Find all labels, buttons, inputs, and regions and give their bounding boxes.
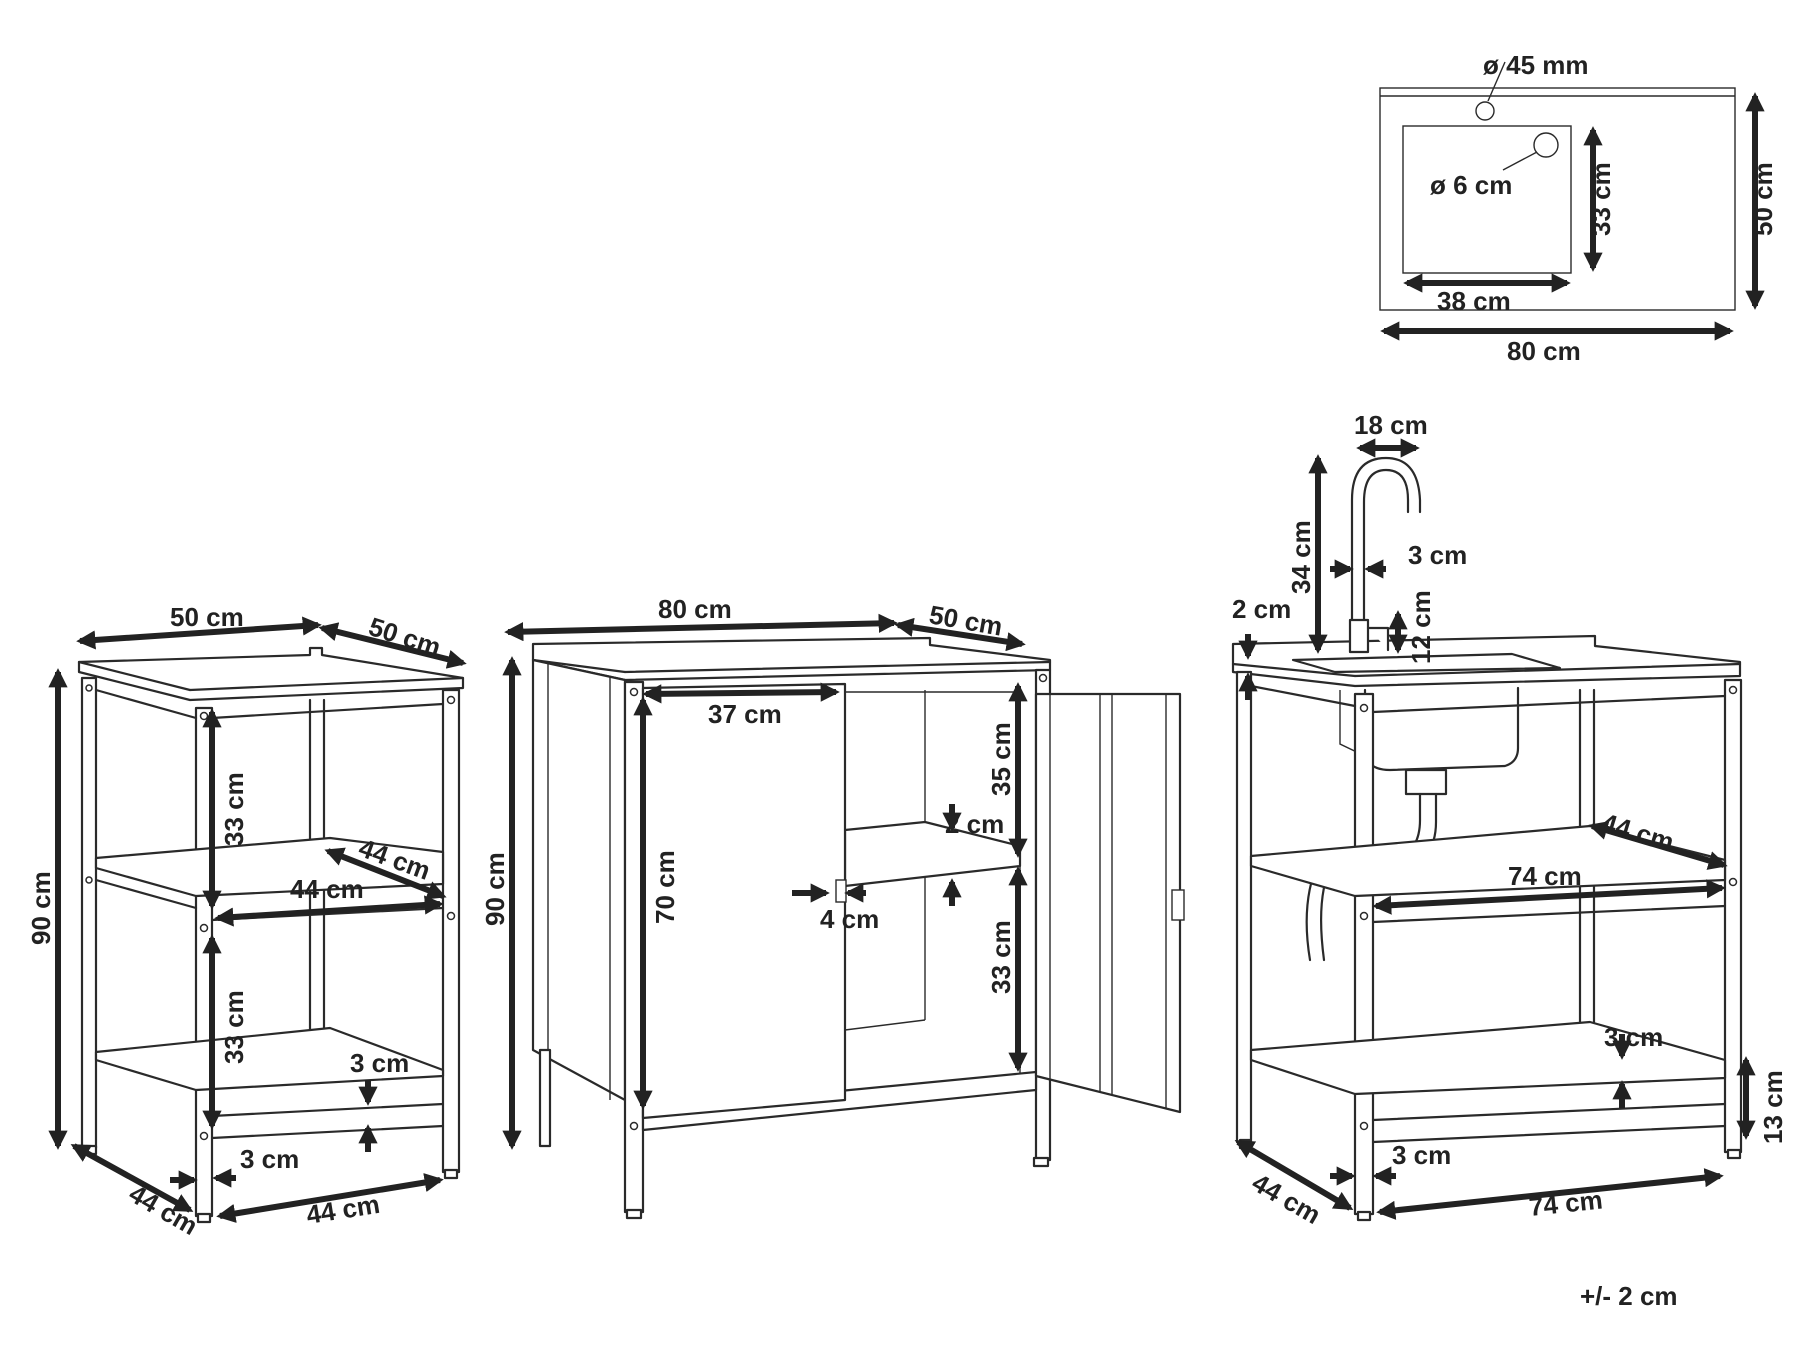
basin-outline xyxy=(1402,125,1572,274)
sink-shelf-width-label: 74 cm xyxy=(1508,861,1582,891)
countertop-outline xyxy=(1379,87,1736,311)
shelf-depth-label: 50 cm xyxy=(365,611,444,662)
cabinet-height-label: 90 cm xyxy=(480,852,510,926)
door-handle xyxy=(835,879,847,903)
door-height-label: 70 cm xyxy=(650,850,680,924)
handle-depth-label: 4 cm xyxy=(820,904,879,934)
shelf-thickness-label: 3 cm xyxy=(350,1048,409,1078)
basin-depth-label: 33 cm xyxy=(1586,162,1616,236)
door-width-label: 37 cm xyxy=(708,699,782,729)
shelf-inner-width-label: 44 cm xyxy=(290,874,364,904)
sink-top-view: ø 45 mm ø 6 cm 33 cm 50 cm 38 cm 80 cm xyxy=(1379,50,1778,366)
sink-unit: 18 cm 34 cm 3 cm 12 cm 2 cm 44 cm 74 cm … xyxy=(1231,410,1788,1230)
shelf-width-label: 50 cm xyxy=(170,602,244,632)
hole-diameter-label: ø 45 mm xyxy=(1483,50,1589,80)
shelf-base-width-label: 44 cm xyxy=(304,1189,382,1230)
faucet-height-label: 34 cm xyxy=(1286,520,1316,594)
sink-base-width-label: 74 cm xyxy=(1527,1184,1603,1222)
shelf-height-label: 90 cm xyxy=(26,871,56,945)
cabinet: 80 cm 50 cm 90 cm 37 cm 70 cm 35 cm 2 cm… xyxy=(480,594,1185,1220)
upper-space-label: 35 cm xyxy=(986,722,1016,796)
faucet-diameter-label: 3 cm xyxy=(1408,540,1467,570)
drain-hole xyxy=(1533,132,1559,158)
tap-hole xyxy=(1475,101,1495,121)
sink-base-depth-label: 44 cm xyxy=(1247,1167,1326,1230)
shelf-leg-inset-label: 3 cm xyxy=(240,1144,299,1174)
shelf-base-depth-label: 44 cm xyxy=(124,1178,203,1241)
cabinet-depth-label: 50 cm xyxy=(927,599,1005,641)
upstand-label: 2 cm xyxy=(1232,594,1291,624)
floor-clearance-label: 13 cm xyxy=(1758,1070,1788,1144)
tolerance-note: +/- 2 cm xyxy=(1580,1281,1678,1311)
sink-leg-inset-label: 3 cm xyxy=(1392,1140,1451,1170)
shelf-gap-bottom-label: 33 cm xyxy=(219,990,249,1064)
overall-depth-label: 50 cm xyxy=(1748,162,1778,236)
overall-width-label: 80 cm xyxy=(1507,336,1581,366)
shelf-gap-top-label: 33 cm xyxy=(219,772,249,846)
faucet-base-label: 12 cm xyxy=(1406,590,1436,664)
drain-diameter-label: ø 6 cm xyxy=(1430,170,1512,200)
sink-shelf-thickness-label: 3 cm xyxy=(1604,1022,1663,1052)
lower-space-label: 33 cm xyxy=(986,920,1016,994)
cabinet-width-label: 80 cm xyxy=(658,594,732,624)
shelf-unit: 50 cm 50 cm 90 cm 33 cm 33 cm 44 cm 44 c… xyxy=(26,602,467,1241)
door-hinge xyxy=(1171,889,1185,921)
cabinet-shelf-thickness-label: 2 cm xyxy=(945,809,1004,839)
faucet-reach-label: 18 cm xyxy=(1354,410,1428,440)
basin-width-label: 38 cm xyxy=(1437,286,1511,316)
